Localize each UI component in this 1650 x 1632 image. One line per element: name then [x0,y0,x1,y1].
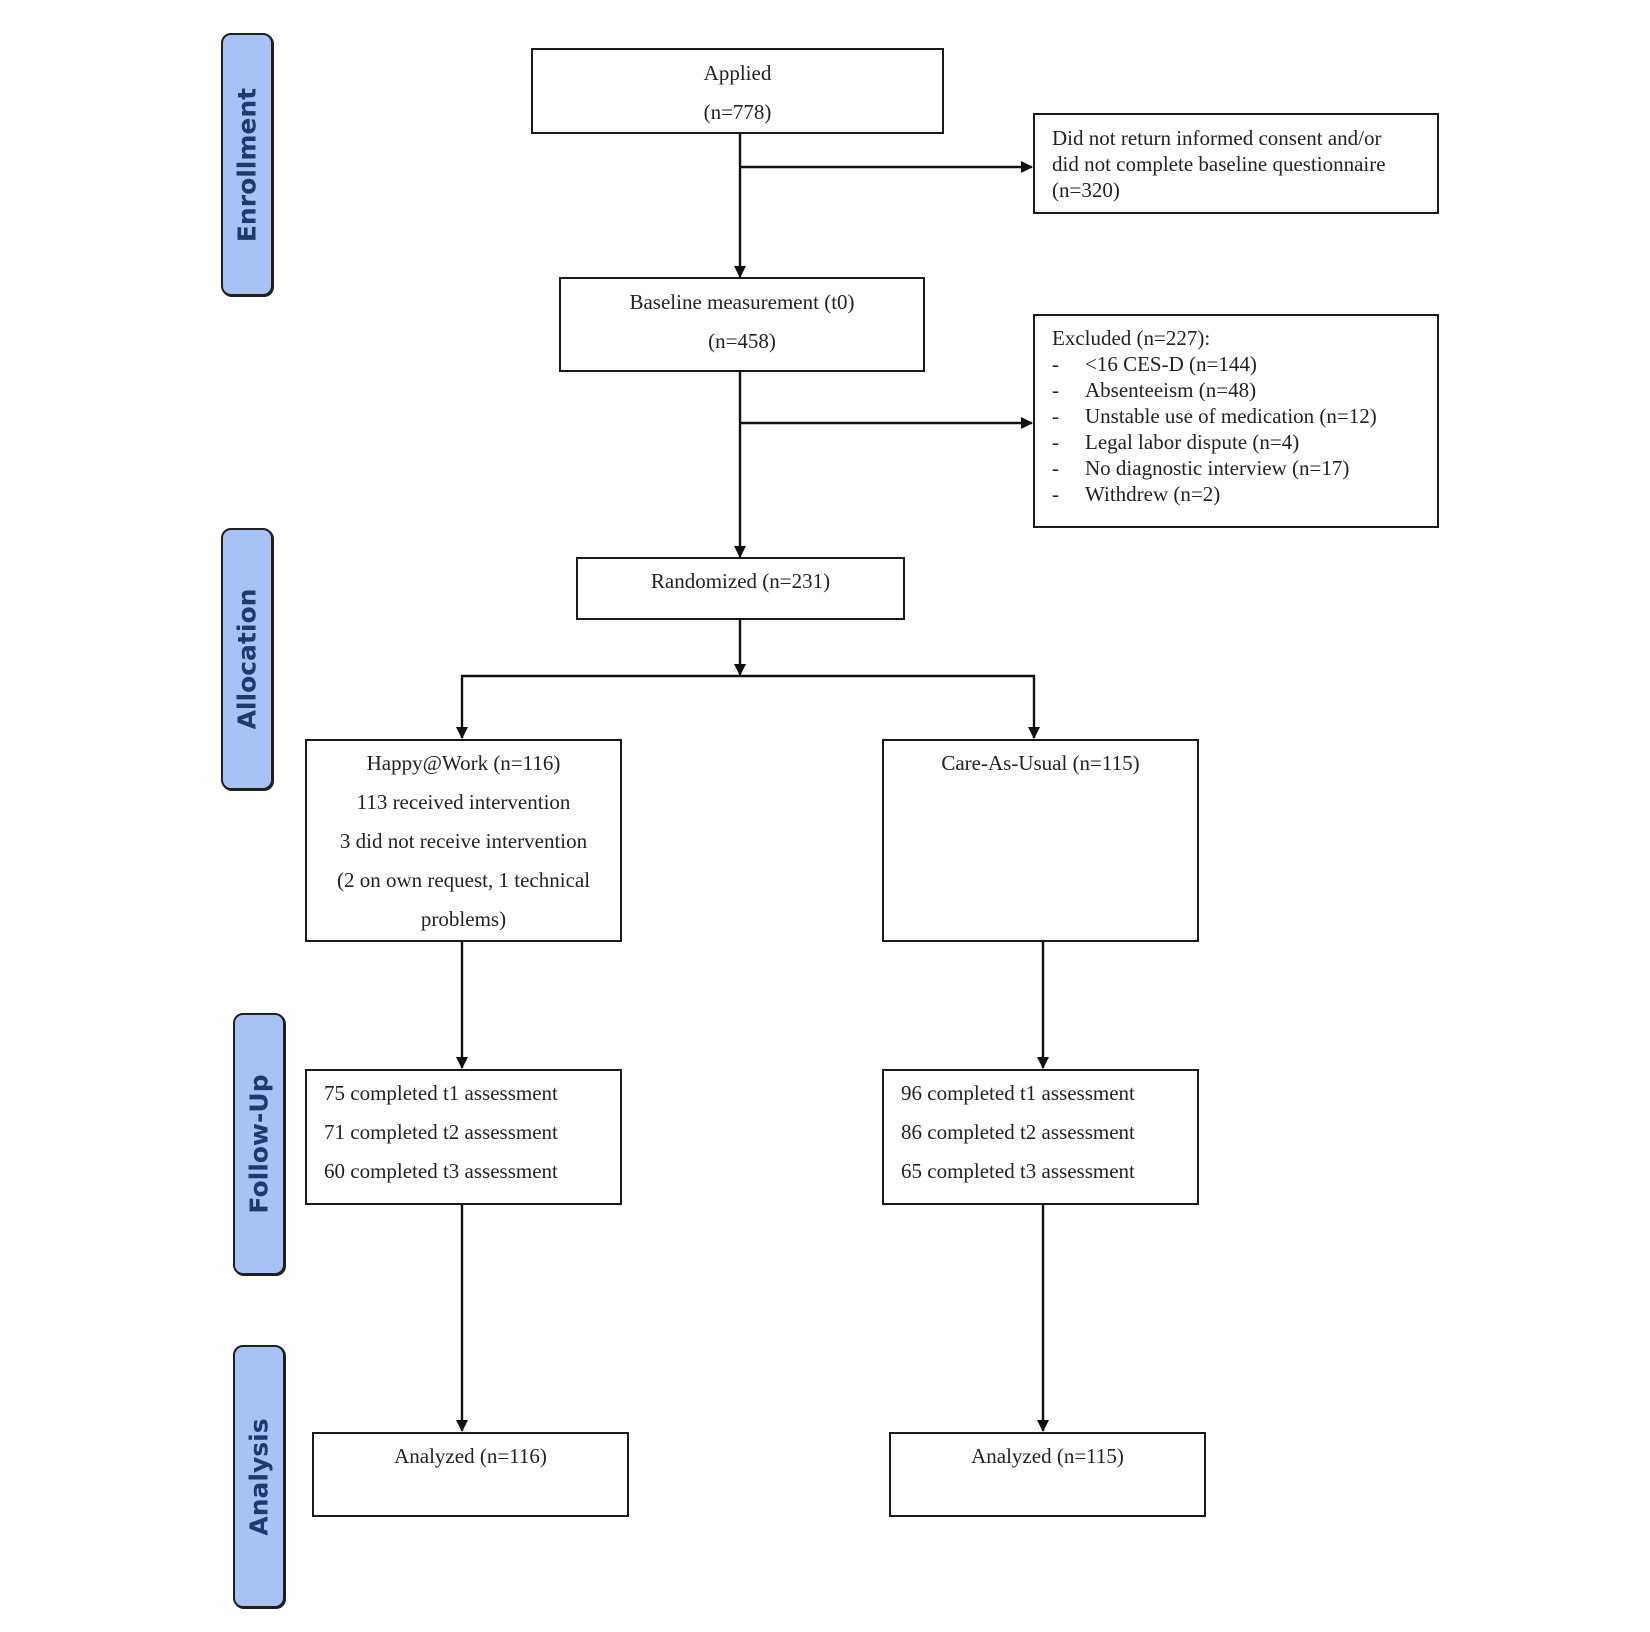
followup-control-box: 96 completed t1 assessment 86 completed … [882,1069,1199,1205]
applied-box: Applied (n=778) [531,48,944,134]
stage-follow-up-label: Follow-Up [244,1074,274,1214]
baseline-count: (n=458) [708,329,776,353]
stage-analysis-label: Analysis [244,1417,274,1536]
not-returned-line1: Did not return informed consent and/or [1052,126,1382,150]
control-title: Care-As-Usual (n=115) [941,751,1140,775]
followup-control-t2: 86 completed t2 assessment [901,1120,1135,1144]
baseline-title: Baseline measurement (t0) [629,290,855,314]
arrow-split-intervention [456,674,740,739]
applied-title: Applied [703,61,772,85]
not-returned-line2: did not complete baseline questionnaire [1052,152,1386,176]
stage-analysis: Analysis [233,1345,285,1608]
followup-intervention-t1: 75 completed t1 assessment [324,1081,558,1105]
intervention-reasons-cont: problems) [420,907,507,931]
stage-enrollment: Enrollment [221,33,273,296]
intervention-not-received: 3 did not receive intervention [339,829,588,853]
analysis-intervention-title: Analyzed (n=116) [394,1444,547,1468]
excluded-title: Excluded (n=227): [1052,326,1211,350]
analysis-intervention-box: Analyzed (n=116) [312,1432,629,1517]
excluded-item: -Withdrew (n=2) [1052,482,1221,506]
followup-intervention-t3: 60 completed t3 assessment [324,1159,558,1183]
excluded-box: Excluded (n=227): -<16 CES-D (n=144) -Ab… [1033,314,1439,528]
analysis-control-box: Analyzed (n=115) [889,1432,1206,1517]
excluded-item: -Unstable use of medication (n=12) [1052,404,1377,428]
applied-count: (n=778) [703,100,772,124]
intervention-received: 113 received intervention [356,790,571,814]
excluded-item: -<16 CES-D (n=144) [1052,352,1257,376]
randomized-title: Randomized (n=231) [650,569,831,593]
stage-allocation: Allocation [221,528,273,790]
baseline-box: Baseline measurement (t0) (n=458) [559,277,925,372]
arrow-split-control [740,674,1040,739]
not-returned-line3: (n=320) [1052,178,1120,202]
stage-enrollment-label: Enrollment [232,87,262,242]
excluded-item: -Absenteeism (n=48) [1052,378,1257,402]
excluded-item: -Legal labor dispute (n=4) [1052,430,1300,454]
control-box: Care-As-Usual (n=115) [882,739,1199,942]
analysis-control-title: Analyzed (n=115) [971,1444,1124,1468]
randomized-box: Randomized (n=231) [576,557,905,620]
followup-intervention-t2: 71 completed t2 assessment [324,1120,558,1144]
intervention-box: Happy@Work (n=116) 113 received interven… [305,739,622,942]
intervention-reasons: (2 on own request, 1 technical [336,868,591,892]
not-returned-box: Did not return informed consent and/or d… [1033,113,1439,214]
intervention-title: Happy@Work (n=116) [366,751,561,775]
followup-control-t3: 65 completed t3 assessment [901,1159,1135,1183]
excluded-item: -No diagnostic interview (n=17) [1052,456,1350,480]
followup-intervention-box: 75 completed t1 assessment 71 completed … [305,1069,622,1205]
stage-follow-up: Follow-Up [233,1013,285,1275]
followup-control-t1: 96 completed t1 assessment [901,1081,1135,1105]
stage-allocation-label: Allocation [232,588,262,730]
